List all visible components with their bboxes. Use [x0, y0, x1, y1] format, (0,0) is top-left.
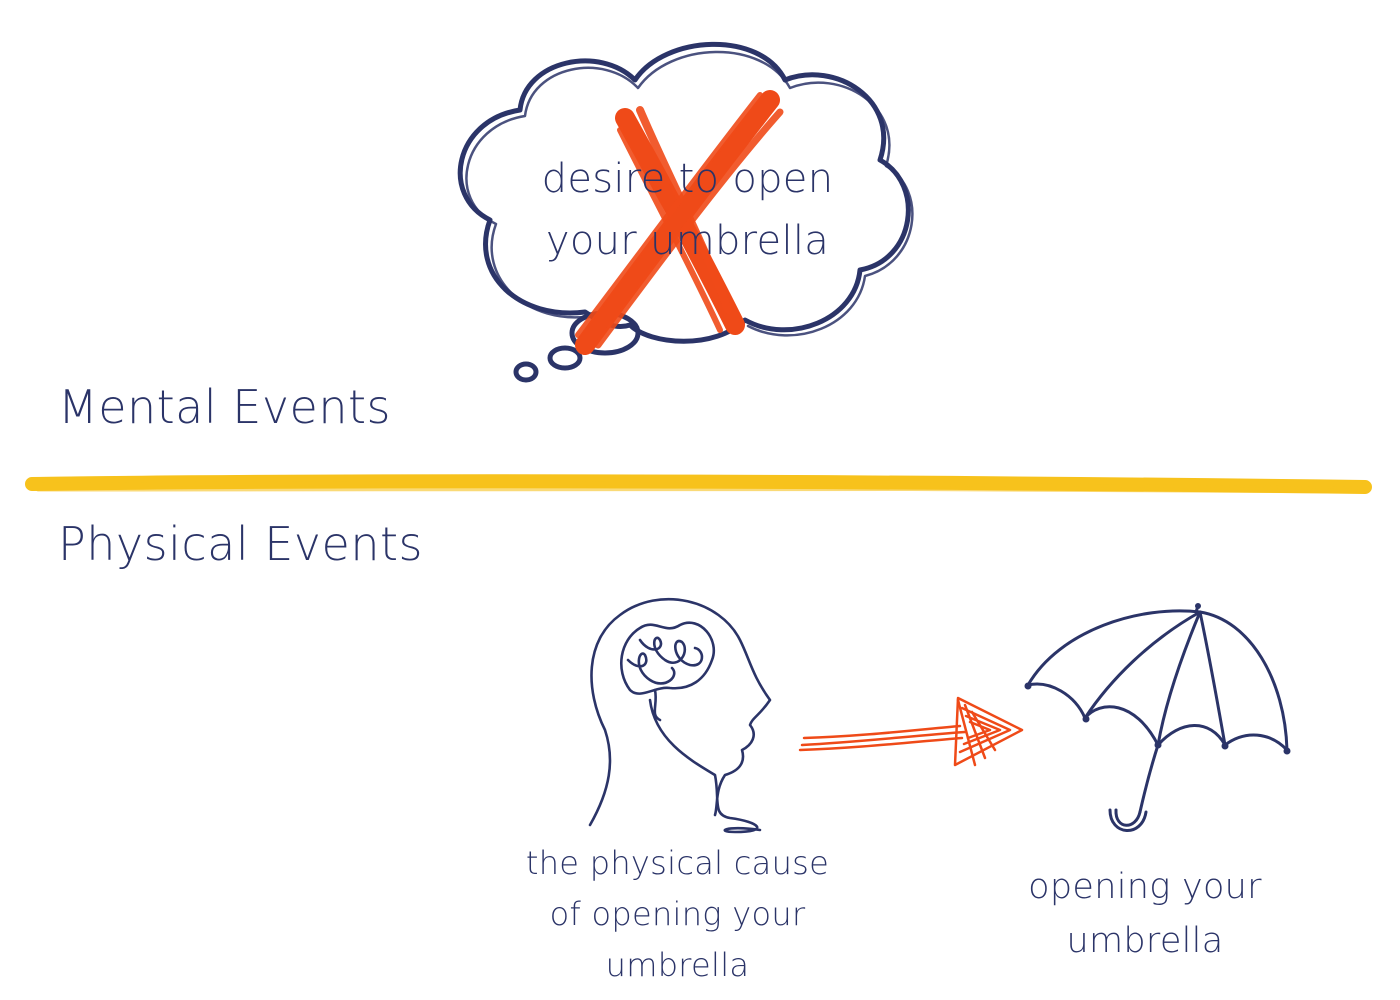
mental-events-label: Mental Events	[58, 380, 392, 434]
thought-cloud-icon	[457, 41, 914, 383]
cause-arrow	[798, 696, 1024, 767]
physical-events-label: Physical Events	[58, 517, 423, 571]
cross-out-mark	[575, 90, 784, 355]
brain-caption: the physical cause of opening your umbre…	[505, 838, 850, 992]
umbrella-caption-line-1: opening your	[1028, 867, 1262, 907]
thought-line-1: desire to open	[541, 156, 834, 202]
brain-caption-line-3: umbrella	[605, 946, 750, 985]
brain-caption-line-1: the physical cause	[525, 844, 830, 882]
zone-divider	[25, 474, 1372, 494]
umbrella-tip-dots	[1024, 603, 1291, 755]
head-with-brain-icon	[588, 597, 772, 834]
umbrella-icon	[1026, 604, 1289, 832]
umbrella-caption-line-2: umbrella	[1066, 921, 1224, 962]
thought-line-2: your umbrella	[545, 218, 830, 264]
umbrella-caption: opening your umbrella	[1010, 860, 1280, 969]
brain-caption-line-2: of opening your	[549, 895, 806, 934]
thought-bubble-text: desire to open your umbrella	[500, 148, 875, 272]
